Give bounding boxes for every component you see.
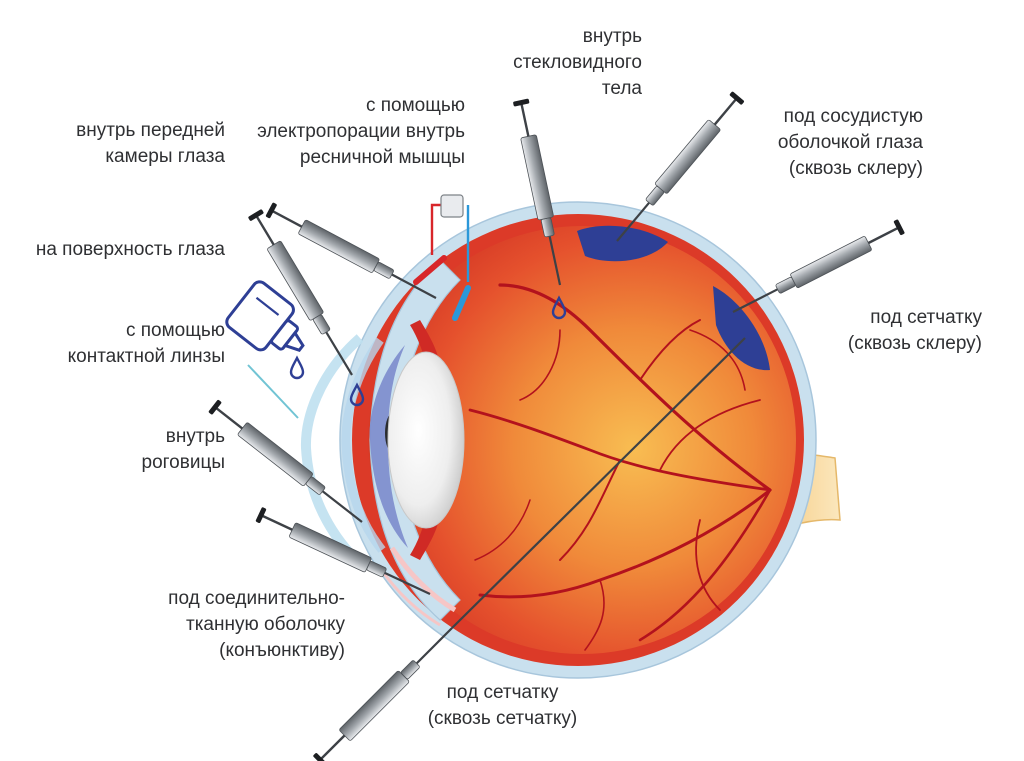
label-subretinal-retina: под сетчатку (сквозь сетчатку) bbox=[427, 682, 578, 729]
label-cornea: внутрь роговицы bbox=[141, 426, 225, 473]
lens bbox=[387, 351, 465, 529]
label-surface: на поверхность глаза bbox=[35, 239, 225, 260]
contact-lens-pointer bbox=[247, 364, 299, 419]
iris-front bbox=[369, 345, 408, 548]
label-anterior-chamber: внутрь передней камеры глаза bbox=[76, 120, 225, 167]
label-conjunctiva: под соединительно- тканную оболочку (кон… bbox=[168, 588, 345, 661]
retina-fundus bbox=[368, 226, 796, 654]
eye-drop-bottle bbox=[225, 280, 305, 352]
surface-drop bbox=[289, 356, 305, 380]
negative-electrode bbox=[452, 285, 471, 321]
choroid-bleb bbox=[577, 225, 668, 262]
label-choroid: под сосудистую оболочкой глаза (сквозь с… bbox=[777, 106, 923, 179]
syringe-choroid bbox=[609, 89, 746, 248]
label-contact-lens: с помощью контактной линзы bbox=[67, 320, 225, 367]
positive-electrode bbox=[413, 255, 447, 285]
contact-lens bbox=[300, 334, 364, 564]
subretinal-bleb bbox=[713, 286, 770, 371]
electroporation-device bbox=[440, 194, 464, 218]
label-subretinal-sclera: под сетчатку (сквозь склеру) bbox=[847, 307, 982, 354]
retinal-vessels bbox=[468, 283, 772, 651]
label-electroporation: с помощью электропорации внутрь реснично… bbox=[257, 95, 465, 168]
label-vitreous: внутрь стекловидного тела bbox=[513, 26, 642, 99]
